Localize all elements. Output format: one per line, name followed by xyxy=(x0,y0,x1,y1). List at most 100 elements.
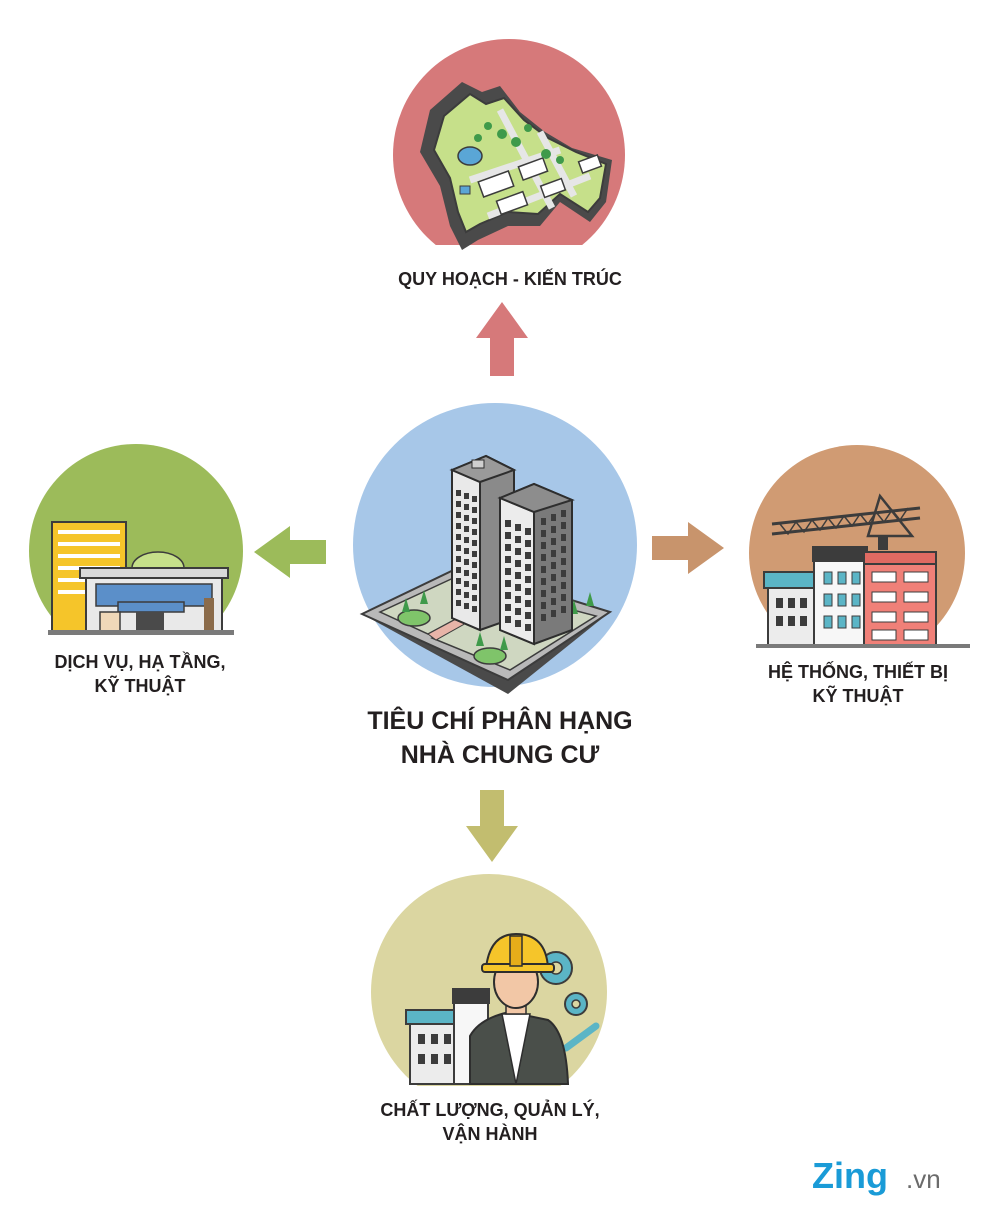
center-title-line1: TIÊU CHÍ PHÂN HẠNG xyxy=(367,707,633,735)
tower-window xyxy=(456,534,461,540)
tower-window xyxy=(505,544,511,551)
right-node xyxy=(749,445,970,648)
tower-window xyxy=(541,614,546,621)
tower-window xyxy=(464,537,469,543)
right-node-label-line1: HỆ THỐNG, THIẾT BỊ xyxy=(768,662,948,682)
tower-window xyxy=(541,602,546,609)
arrow-up xyxy=(476,302,528,376)
tower-window xyxy=(561,522,566,529)
zing-vn-logo: Zing .vn xyxy=(812,1155,941,1197)
bottom-node-label-line2: VẬN HÀNH xyxy=(442,1124,538,1144)
tower-window xyxy=(456,600,461,606)
tower-window xyxy=(541,518,546,525)
tower-window xyxy=(505,580,511,587)
site-plan-map-icon xyxy=(420,82,612,250)
tower-window xyxy=(464,515,469,521)
right-node-label-line2: KỸ THUẬT xyxy=(812,686,904,706)
tower-window xyxy=(525,528,531,535)
tower-window xyxy=(456,512,461,518)
tower-window xyxy=(551,538,556,545)
left-node-label-line2: KỸ THUẬT xyxy=(94,676,186,696)
tower-window xyxy=(515,524,521,531)
tower-window xyxy=(561,582,566,589)
tower-window xyxy=(541,542,546,549)
tower-window xyxy=(472,551,477,557)
tower-window xyxy=(561,558,566,565)
tower-window xyxy=(551,526,556,533)
tower-window xyxy=(472,595,477,601)
center-node xyxy=(353,403,637,694)
tower-window xyxy=(464,603,469,609)
left-node xyxy=(29,444,243,635)
tower-window xyxy=(525,576,531,583)
tower-window xyxy=(472,573,477,579)
tower-window xyxy=(551,574,556,581)
tower-window xyxy=(464,548,469,554)
tower-window xyxy=(505,592,511,599)
tower-window xyxy=(561,606,566,613)
tower-window xyxy=(472,606,477,612)
tower-window xyxy=(472,540,477,546)
tower-window xyxy=(505,520,511,527)
tower-window xyxy=(561,594,566,601)
center-title-line2: NHÀ CHUNG CƯ xyxy=(400,741,600,769)
tower-window xyxy=(525,588,531,595)
tower-window xyxy=(525,564,531,571)
top-node-label: QUY HOẠCH - KIẾN TRÚC xyxy=(370,267,650,291)
tower-window xyxy=(561,534,566,541)
tower-window xyxy=(472,562,477,568)
engineer-worker-icon xyxy=(405,932,600,1085)
tower-window xyxy=(561,510,566,517)
tower-window xyxy=(515,548,521,555)
tower-window xyxy=(515,560,521,567)
tower-window xyxy=(456,490,461,496)
construction-crane-icon xyxy=(756,493,970,648)
tower-window xyxy=(456,501,461,507)
top-node-label-line1: QUY HOẠCH - KIẾN TRÚC xyxy=(398,269,622,289)
right-node-label: HỆ THỐNG, THIẾT BỊ KỸ THUẬT xyxy=(738,660,978,708)
bottom-node-label: CHẤT LƯỢNG, QUẢN LÝ, VẬN HÀNH xyxy=(340,1098,640,1146)
tower-window xyxy=(472,529,477,535)
tower-window xyxy=(505,556,511,563)
tower-window xyxy=(525,600,531,607)
top-node xyxy=(393,39,625,250)
tower-window xyxy=(472,507,477,513)
tower-window xyxy=(505,568,511,575)
tower-window xyxy=(551,598,556,605)
arrow-down xyxy=(466,790,518,862)
zing-logo-word: Zing xyxy=(812,1155,888,1196)
tower-window xyxy=(464,504,469,510)
left-node-label: DỊCH VỤ, HẠ TẦNG, KỸ THUẬT xyxy=(20,650,260,698)
tower-window xyxy=(464,570,469,576)
tower-window xyxy=(551,562,556,569)
tower-window xyxy=(541,566,546,573)
tower-window xyxy=(551,610,556,617)
tower-window xyxy=(561,570,566,577)
tower-window xyxy=(472,584,477,590)
tower-window xyxy=(464,526,469,532)
arrow-left xyxy=(254,526,326,578)
tower-window xyxy=(464,592,469,598)
tower-window xyxy=(541,578,546,585)
tower-window xyxy=(456,589,461,595)
tower-window xyxy=(456,578,461,584)
tower-window xyxy=(515,608,521,615)
tower-window xyxy=(505,532,511,539)
tower-window xyxy=(541,530,546,537)
tower-window xyxy=(551,514,556,521)
tower-window xyxy=(464,581,469,587)
tower-window xyxy=(456,567,461,573)
tower-window xyxy=(515,572,521,579)
tower-window xyxy=(541,590,546,597)
tower-window xyxy=(515,596,521,603)
arrow-right xyxy=(652,522,724,574)
center-title: TIÊU CHÍ PHÂN HẠNG NHÀ CHUNG CƯ xyxy=(330,704,670,772)
tower-window xyxy=(515,536,521,543)
apartment-towers-icon xyxy=(359,454,613,694)
tower-window xyxy=(464,493,469,499)
tower-window xyxy=(551,550,556,557)
tower-window xyxy=(551,586,556,593)
tower-window xyxy=(525,540,531,547)
tower-window xyxy=(525,552,531,559)
tower-window xyxy=(525,624,531,631)
